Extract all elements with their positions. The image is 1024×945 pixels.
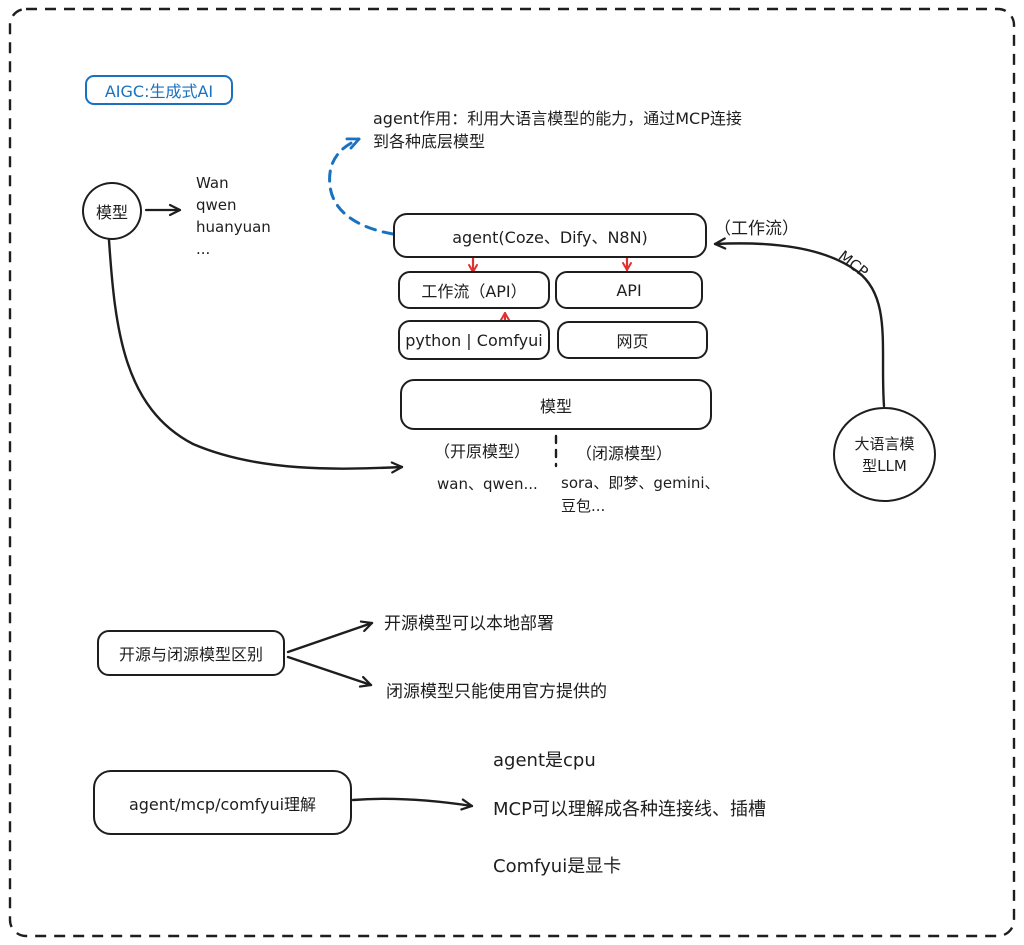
python-comfyui-box: python | Comfyui [398,320,550,360]
analogy-box: agent/mcp/comfyui理解 [93,770,352,835]
comparison-open-point: 开源模型可以本地部署 [384,614,554,634]
model-circle-label: 模型 [95,203,128,222]
llm-circle-label: 大语言模 型LLM [854,434,915,475]
web-box-label: 网页 [616,332,649,351]
analogy-agent-point: agent是cpu [493,750,596,771]
model-examples-text: Wan qwen huanyuan ... [196,174,271,258]
api-box: API [555,271,703,309]
workflow-tag: （工作流） [714,219,799,239]
agent-box-label: agent(Coze、Dify、N8N) [452,227,648,247]
comparison-box: 开源与闭源模型区别 [97,630,285,676]
comparison-box-label: 开源与闭源模型区别 [118,645,263,664]
api-box-label: API [616,280,642,300]
aigc-badge-label: AIGC:生成式AI [104,82,214,101]
aigc-badge: AIGC:生成式AI [85,75,233,105]
closed-model-label: （闭源模型） [576,444,673,463]
model-box: 模型 [400,379,712,430]
comparison-closed-arrow [286,655,373,688]
comparison-open-arrow [286,620,374,654]
analogy-arrow [351,797,474,811]
comparison-closed-point: 闭源模型只能使用官方提供的 [386,682,607,702]
agent-note-dashed-arrow [328,137,395,236]
mcp-curve [713,237,886,408]
analogy-box-label: agent/mcp/comfyui理解 [128,794,317,814]
analogy-comfyui-point: Comfyui是显卡 [493,856,622,877]
model-box-label: 模型 [539,396,572,416]
python-comfyui-box-label: python | Comfyui [405,330,543,350]
canvas-dashed-border [8,7,1016,938]
workflow-api-box: 工作流（API） [398,271,550,309]
llm-circle: 大语言模 型LLM [833,407,936,502]
model-circle: 模型 [82,182,142,240]
agent-box: agent(Coze、Dify、N8N) [393,213,707,258]
open-model-label: （开原模型） [434,442,531,461]
workflow-api-box-label: 工作流（API） [421,282,527,301]
model-to-open-models-curve [107,238,404,474]
web-box: 网页 [557,321,708,359]
agent-note-text: agent作用：利用大语言模型的能力，通过MCP连接 到各种底层模型 [373,109,742,151]
closed-model-examples: sora、即梦、gemini、 豆包... [561,474,720,515]
open-model-examples: wan、qwen... [437,475,538,493]
analogy-mcp-point: MCP可以理解成各种连接线、插槽 [493,799,766,820]
